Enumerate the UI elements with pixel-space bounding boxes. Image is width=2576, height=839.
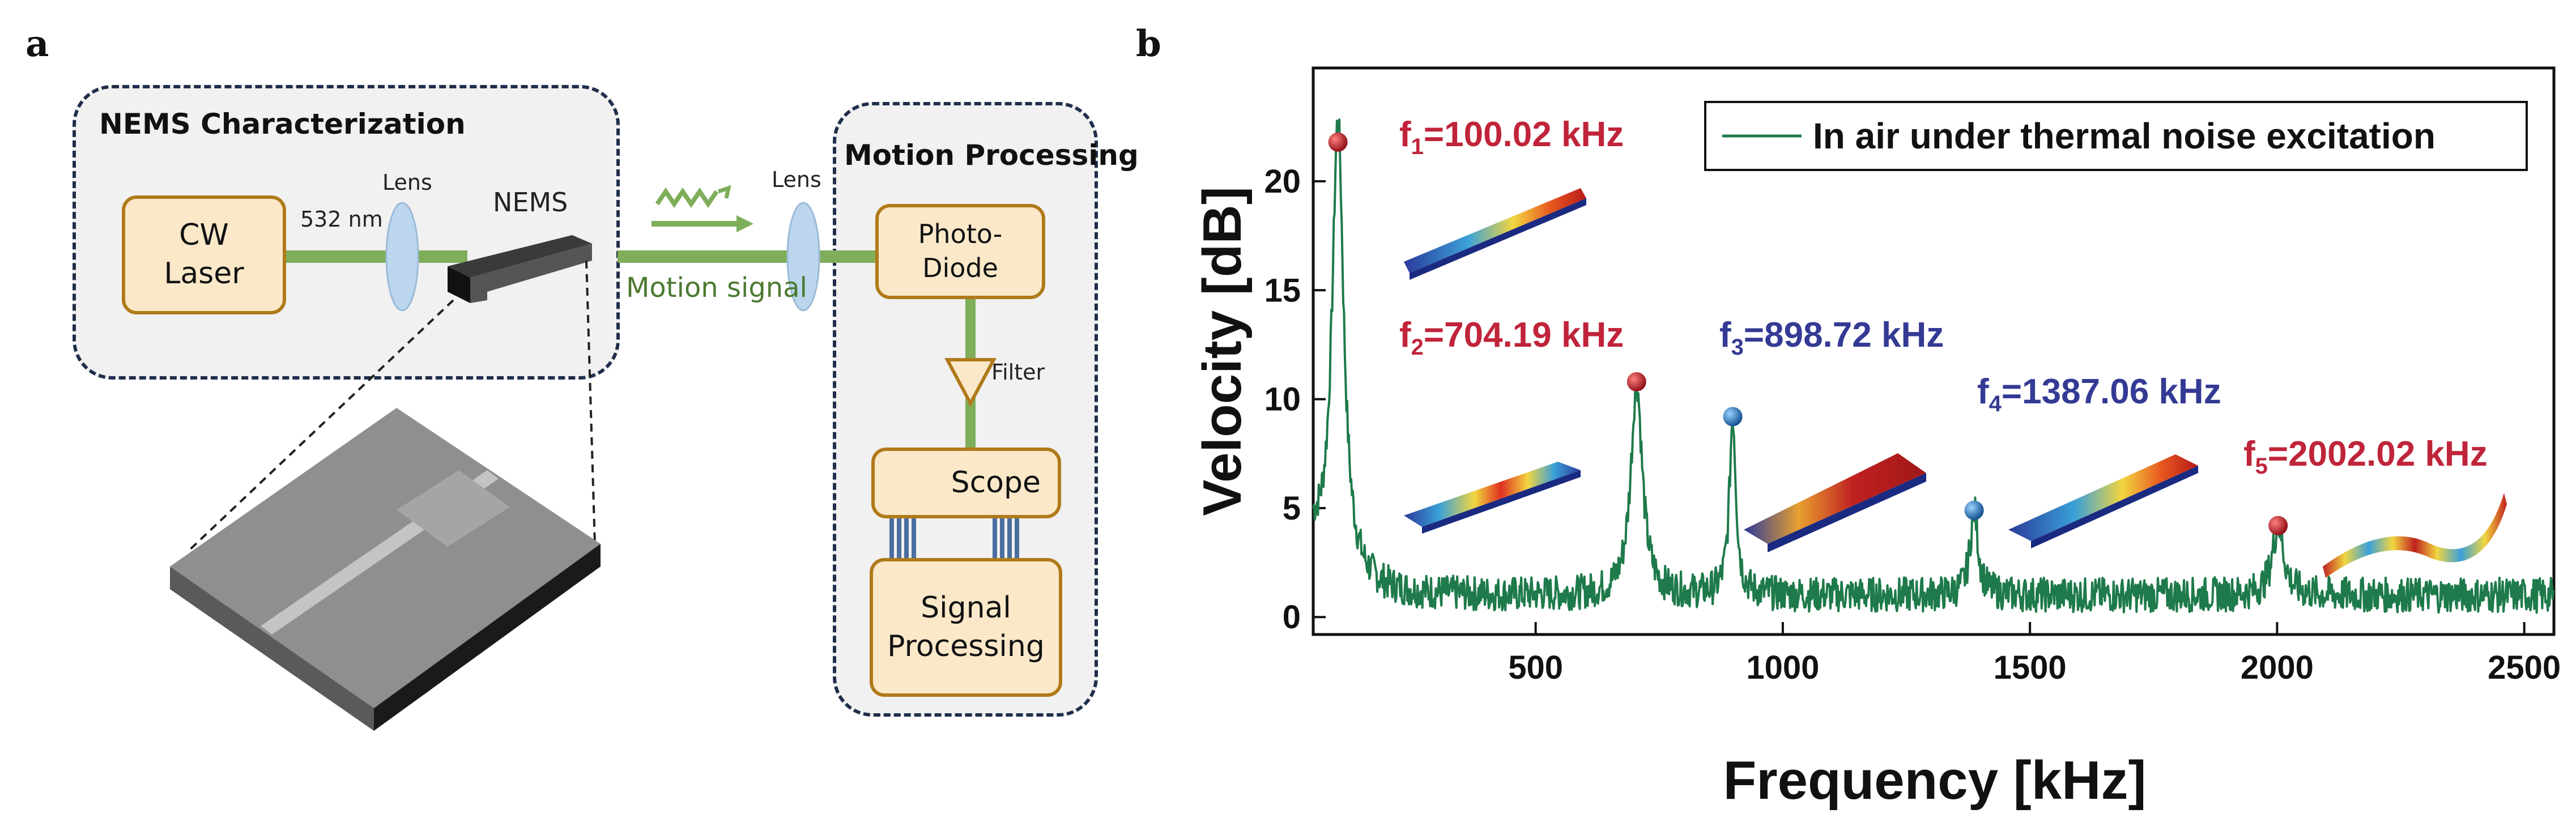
scope-label: Scope <box>951 465 1041 500</box>
nems-cantilever-front <box>470 244 592 303</box>
lens-2-label: Lens <box>772 167 821 192</box>
frequency-annotations: f1=100.02 kHz f2=704.19 kHz f3=898.72 kHz f… <box>1399 115 2488 479</box>
filter-label: Filter <box>991 360 1045 385</box>
x-tick-label: 1000 <box>1746 649 1819 686</box>
y-tick-label: 10 <box>1264 381 1301 418</box>
y-tick-label: 5 <box>1283 490 1301 527</box>
y-tick-label: 15 <box>1264 272 1301 309</box>
zoom-line-left <box>186 299 454 553</box>
y-axis: 0 5 10 15 20 <box>1264 163 1326 636</box>
nems-label: NEMS <box>493 187 568 218</box>
peak-marker-2 <box>1627 372 1646 391</box>
nems-cantilever-side <box>448 266 470 303</box>
peak-marker-5 <box>2268 516 2288 535</box>
annotation-f5: f5=2002.02 kHz <box>2243 435 2488 479</box>
cable-right <box>993 518 1019 558</box>
laser-beam <box>286 250 467 263</box>
y-axis-label: Velocity [dB] <box>1192 186 1253 516</box>
x-tick-label: 2500 <box>2488 649 2561 686</box>
peak-markers <box>1328 132 2288 535</box>
mode-shape-5 <box>2323 493 2507 578</box>
y-tick-label: 20 <box>1264 163 1301 200</box>
cw-laser-box: CW Laser <box>122 195 286 314</box>
sem-left-side <box>170 567 374 731</box>
nems-box-title: NEMS Characterization <box>99 108 466 140</box>
photodiode-box: Photo- Diode <box>875 204 1045 299</box>
mode-shape-2 <box>1404 462 1581 527</box>
panel-b-letter: b <box>1136 23 1161 65</box>
sem-top <box>170 408 601 708</box>
cw-laser-label: CW Laser <box>164 218 244 291</box>
annotation-f3: f3=898.72 kHz <box>1719 316 1944 360</box>
panel-a-diagram <box>170 185 1019 731</box>
panel-a-letter: a <box>25 23 49 65</box>
scope-box: Scope <box>871 448 1061 518</box>
motion-box-title: Motion Processing <box>844 139 1139 172</box>
mode-shape-3 <box>1744 453 1926 544</box>
x-tick-label: 2000 <box>2241 649 2314 686</box>
photodiode-label: Photo- Diode <box>918 219 1003 283</box>
sem-pad <box>397 470 510 547</box>
annotation-f2: f2=704.19 kHz <box>1399 316 1624 360</box>
signal-processing-box: Signal Processing <box>870 558 1062 697</box>
wavelength-label: 532 nm <box>300 207 383 232</box>
legend-entry: In air under thermal noise excitation <box>1813 116 2436 156</box>
annotation-f4: f4=1387.06 kHz <box>1977 372 2221 416</box>
plot-frame <box>1312 66 2556 636</box>
nems-cantilever-top <box>448 235 592 278</box>
lens-2 <box>786 202 820 312</box>
x-tick-label: 500 <box>1508 649 1563 686</box>
thermal-noise-trace <box>1312 118 2554 614</box>
legend-box <box>1704 101 2528 171</box>
motion-arrow-head <box>736 215 753 232</box>
mode-shape-1 <box>1404 188 1586 273</box>
lens-1-label: Lens <box>382 170 432 195</box>
x-axis-label: Frequency [kHz] <box>1723 750 2147 811</box>
peak-marker-1 <box>1328 132 1348 152</box>
cable-left <box>889 518 916 558</box>
filter-triangle <box>944 358 997 407</box>
lens-1 <box>385 202 419 312</box>
x-axis: 500 1000 1500 2000 2500 <box>1508 622 2561 686</box>
wave-arrow <box>717 185 731 199</box>
pd-to-filter-beam <box>965 297 976 363</box>
y-tick-label: 0 <box>1283 599 1301 636</box>
wave-symbol <box>655 187 719 208</box>
peak-marker-4 <box>1964 500 1984 520</box>
mode-shape-4 <box>2008 454 2198 541</box>
peak-marker-3 <box>1723 407 1743 427</box>
x-tick-label: 1500 <box>1994 649 2067 686</box>
signal-processing-label: Signal Processing <box>887 590 1045 663</box>
motion-signal-label: Motion signal <box>626 272 807 304</box>
sem-right-side <box>374 544 601 731</box>
annotation-f1: f1=100.02 kHz <box>1399 115 1624 159</box>
filter-to-scope-beam <box>965 397 976 448</box>
zoom-line-right <box>585 260 596 544</box>
